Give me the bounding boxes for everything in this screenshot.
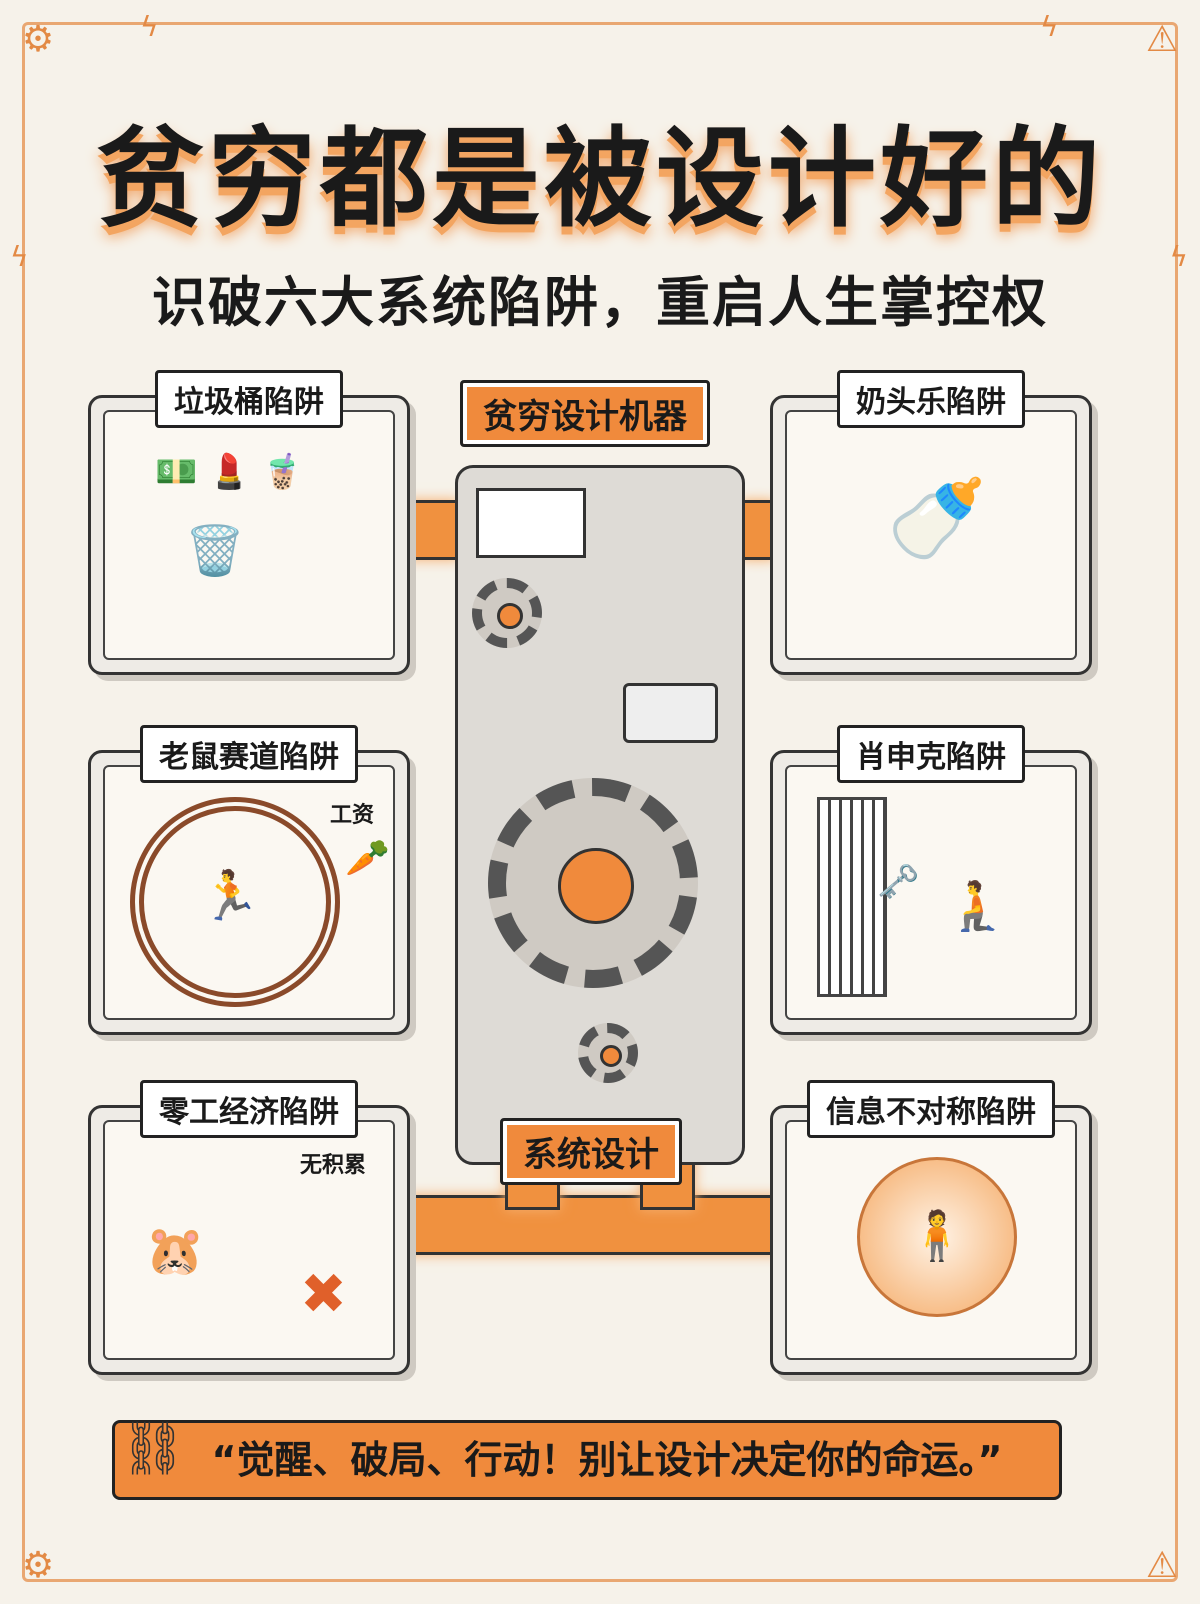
- pipe: [405, 1195, 785, 1255]
- salary-note: 工资: [330, 803, 375, 828]
- lightning-icon: ϟ: [140, 10, 159, 43]
- sitting-man-icon: 🧎: [947, 878, 1007, 934]
- panel-gig-economy-trap: 零工经济陷阱 🐹 无积累 ✖: [88, 1080, 410, 1375]
- footer-banner: “觉醒、破局、行动！别让设计决定你的命运。”: [112, 1420, 1062, 1500]
- panel-label: 信息不对称陷阱: [807, 1080, 1055, 1138]
- panel-trash-trap: 垃圾桶陷阱 🗑️ 💵 💄 🧋: [88, 370, 410, 675]
- panel-shawshank-trap: 肖申克陷阱 🧎 🗝️: [770, 725, 1092, 1035]
- page-subtitle: 识破六大系统陷阱，重启人生掌控权: [152, 271, 1048, 334]
- panel-titty-trap: 奶头乐陷阱 🍼: [770, 370, 1092, 675]
- no-accumulation-note: 无积累: [300, 1153, 367, 1178]
- lightning-icon: ϟ: [1040, 10, 1059, 43]
- panel-label: 老鼠赛道陷阱: [140, 725, 358, 783]
- poverty-design-machine: [455, 465, 745, 1165]
- monitor-chart-icon: [476, 488, 586, 558]
- gear-icon: [578, 1023, 638, 1083]
- lightning-icon: ϟ: [10, 240, 29, 273]
- panel-label: 肖申克陷阱: [837, 725, 1025, 783]
- lightning-icon: ϟ: [1169, 240, 1188, 273]
- caged-head-icon: 🍼: [887, 472, 987, 565]
- running-man-icon: 🏃: [200, 868, 260, 924]
- main-gear-icon: [488, 778, 698, 988]
- gauge-icon: [623, 683, 718, 743]
- machine-bottom-label: 系统设计: [500, 1118, 682, 1185]
- page-title: 贫穷都是被设计好的: [95, 117, 1104, 242]
- gear-icon: ⚙: [21, 1545, 55, 1586]
- panel-rat-race-trap: 老鼠赛道陷阱 🏃 工资 🥕: [88, 725, 410, 1035]
- warning-icon: ⚠: [1145, 19, 1179, 60]
- warning-icon: ⚠: [1145, 1545, 1179, 1586]
- key-icon: 🗝️: [877, 862, 920, 902]
- trash-can-icon: 🗑️: [185, 523, 245, 579]
- broken-chain-icon: ⛓: [120, 1419, 187, 1479]
- hamster-treadmill-icon: 🐹: [145, 1223, 205, 1279]
- money-lipstick-icon: 💵 💄 🧋: [155, 452, 304, 492]
- carrot-icon: 🥕: [345, 838, 390, 879]
- decorative-frame: [22, 22, 1178, 1582]
- panel-information-asymmetry-trap: 信息不对称陷阱 🧍: [770, 1080, 1092, 1375]
- hugging-knees-icon: 🧍: [907, 1208, 967, 1264]
- gear-icon: [472, 578, 542, 648]
- panel-label: 零工经济陷阱: [140, 1080, 358, 1138]
- machine-top-label: 贫穷设计机器: [460, 380, 710, 447]
- pipe: [405, 500, 460, 560]
- crossed-chest-icon: ✖: [300, 1262, 347, 1327]
- panel-label: 垃圾桶陷阱: [155, 370, 343, 428]
- panel-label: 奶头乐陷阱: [837, 370, 1025, 428]
- cell-door-icon: [817, 797, 887, 997]
- gear-icon: ⚙: [21, 19, 55, 60]
- bubble-icon: [857, 1157, 1017, 1317]
